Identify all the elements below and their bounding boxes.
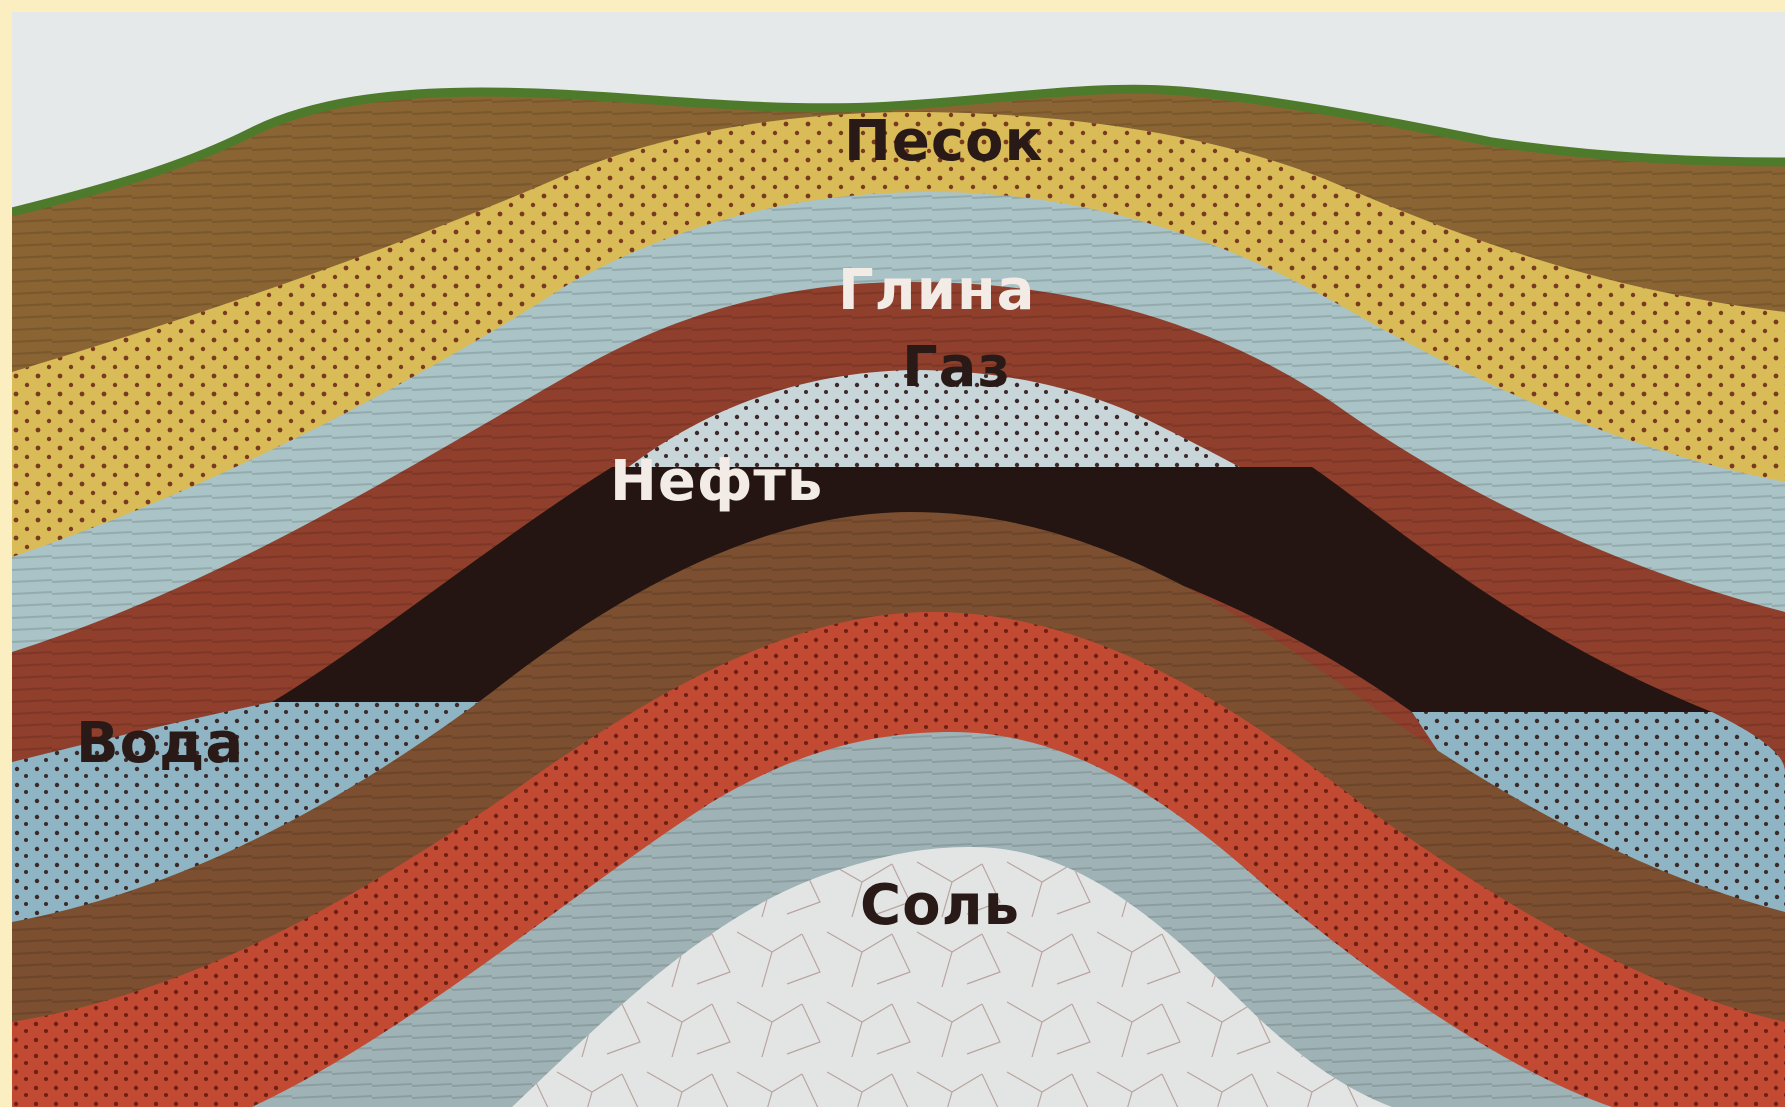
- label-clay: Глина: [838, 258, 1035, 323]
- label-water: Вода: [76, 711, 244, 776]
- label-salt: Соль: [860, 873, 1020, 938]
- label-gas: Газ: [902, 335, 1011, 400]
- label-oil: Нефть: [610, 449, 823, 514]
- label-sand: Песок: [844, 109, 1044, 174]
- oil-trap-diagram: Песок Глина Газ Нефть Вода Соль: [12, 12, 1785, 1107]
